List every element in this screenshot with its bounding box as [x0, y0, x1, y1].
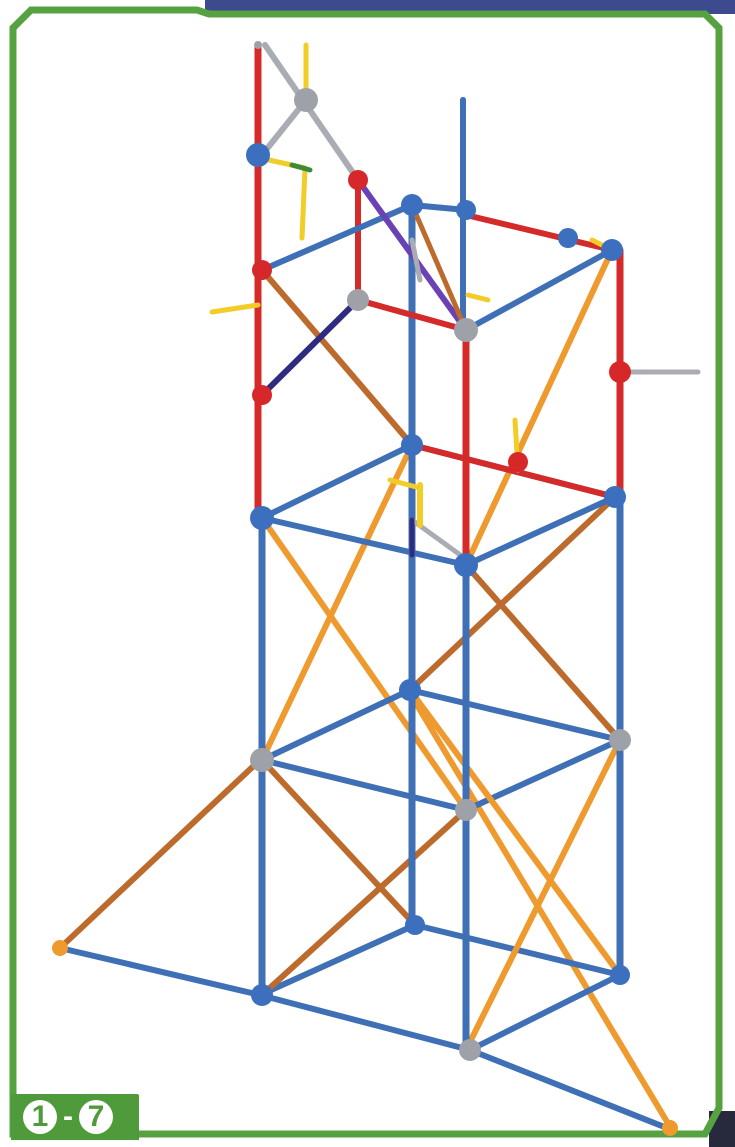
connectors: [52, 41, 678, 1136]
frame-border: [9, 6, 723, 1138]
step-section-circle: 1: [23, 1100, 57, 1134]
page-frame: [9, 6, 725, 1139]
rod-base-floor-right: [467, 1047, 675, 1133]
rod-base-floor-left: [57, 945, 263, 998]
rod-base-floor-side: [257, 922, 418, 998]
step-separator: -: [63, 1100, 73, 1133]
connector-base-right: [662, 1120, 678, 1136]
rod-base-left-brown: [57, 755, 265, 951]
rod-base-floor-front: [257, 992, 473, 1053]
step-number-badge: 1 - 7: [11, 1094, 139, 1140]
rod-base-right-orange: [405, 687, 675, 1133]
connector-base-left: [52, 940, 68, 956]
step-number-circle: 7: [79, 1100, 113, 1134]
rod-base-floor-side2: [467, 972, 623, 1053]
